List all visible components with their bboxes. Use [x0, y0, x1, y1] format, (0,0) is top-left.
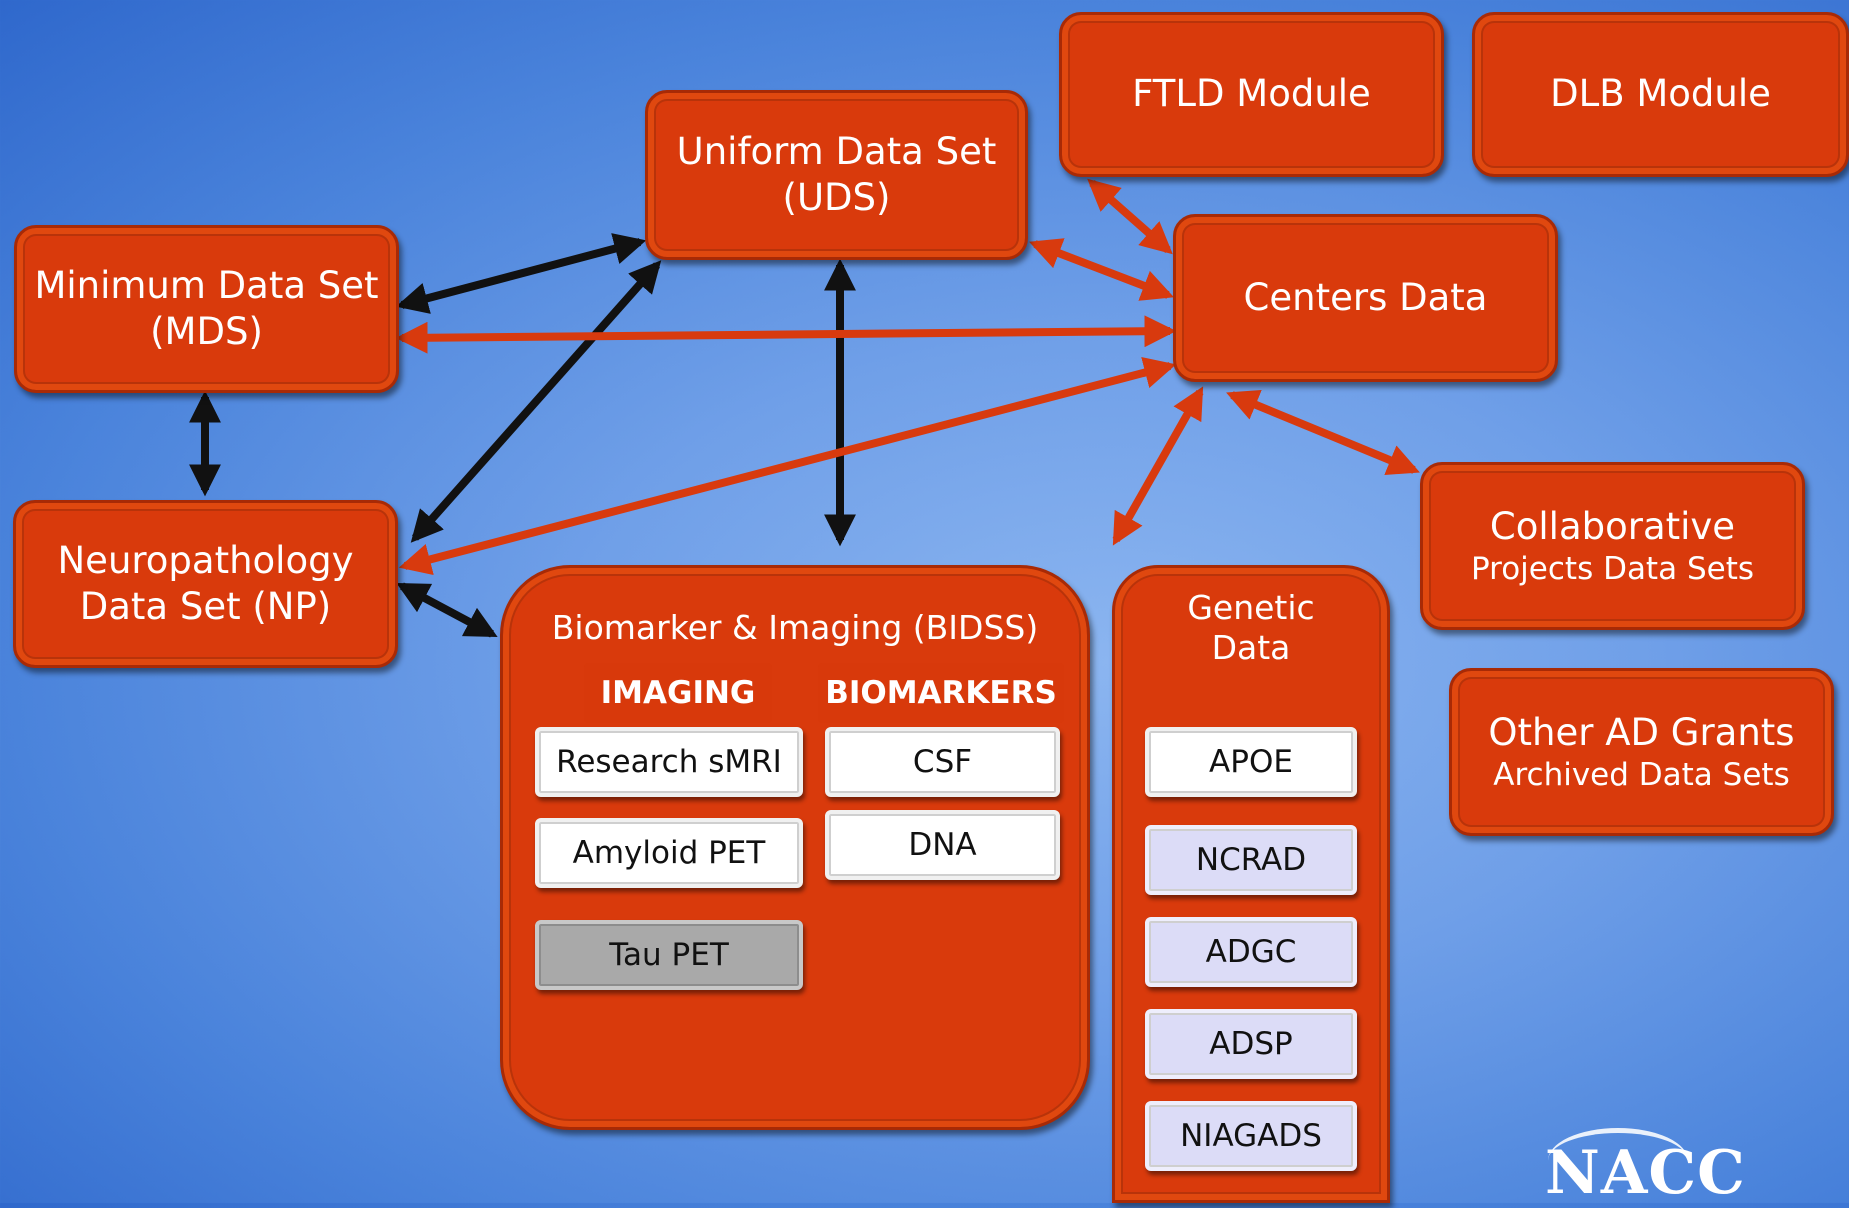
nacc-logo: NACC	[1545, 1138, 1746, 1208]
arrow-mds-uds	[395, 233, 647, 314]
np-label-line1: Neuropathology	[57, 538, 354, 582]
other-grants-label-line1: Other AD Grants	[1488, 711, 1795, 755]
arrow-np-uds	[410, 260, 662, 543]
amyloid-pet-item: Amyloid PET	[535, 818, 803, 888]
dna-item: DNA	[825, 810, 1060, 880]
csf-item: CSF	[825, 727, 1060, 797]
research-smri-item: Research sMRI	[535, 727, 803, 797]
adsp-item: ADSP	[1145, 1009, 1357, 1079]
mds-box: Minimum Data Set (MDS)	[14, 225, 399, 393]
other-grants-box: Other AD Grants Archived Data Sets	[1449, 668, 1834, 836]
collaborative-label-line2: Projects Data Sets	[1471, 550, 1754, 587]
uds-box: Uniform Data Set (UDS)	[645, 90, 1028, 260]
genetic-data-label-line2: Data	[1211, 627, 1291, 667]
other-grants-label-line2: Archived Data Sets	[1493, 756, 1790, 793]
tau-pet-item: Tau PET	[535, 920, 803, 990]
apoe-item: APOE	[1145, 727, 1357, 797]
ftld-module-box: FTLD Module	[1059, 12, 1444, 177]
genetic-data-label-line1: Genetic	[1187, 588, 1315, 627]
np-label-line2: Data Set (NP)	[79, 585, 332, 628]
imaging-header: IMAGING	[584, 663, 772, 723]
dlb-module-label: DLB Module	[1550, 72, 1771, 116]
arrow-np-bidss	[396, 582, 498, 638]
dlb-module-box: DLB Module	[1472, 12, 1849, 177]
mds-label-line1: Minimum Data Set	[34, 263, 379, 307]
arrow-np-centers	[398, 356, 1177, 576]
arrow-centers-collab	[1226, 389, 1420, 476]
centers-data-box: Centers Data	[1173, 214, 1558, 382]
arrow-centers-genetic	[1112, 386, 1204, 546]
bidss-title: Biomarker & Imaging (BIDSS)	[551, 608, 1039, 647]
arrow-mds-centers	[395, 315, 1177, 354]
ftld-module-label: FTLD Module	[1132, 72, 1371, 116]
ncrad-item: NCRAD	[1145, 825, 1357, 895]
arrow-uds-centers	[1029, 238, 1174, 301]
biomarkers-header: BIOMARKERS	[818, 663, 1064, 723]
niagads-item: NIAGADS	[1145, 1101, 1357, 1171]
nacc-logo-arc	[1548, 1128, 1688, 1193]
collaborative-label-line1: Collaborative	[1489, 505, 1736, 549]
mds-label-line2: (MDS)	[150, 310, 263, 353]
collaborative-box: Collaborative Projects Data Sets	[1420, 462, 1805, 630]
arrow-ftld-centers	[1087, 178, 1173, 255]
uds-label-line2: (UDS)	[782, 176, 891, 219]
adgc-item: ADGC	[1145, 917, 1357, 987]
np-box: Neuropathology Data Set (NP)	[13, 500, 398, 668]
uds-label-line1: Uniform Data Set	[676, 129, 997, 173]
centers-data-label: Centers Data	[1243, 275, 1488, 319]
